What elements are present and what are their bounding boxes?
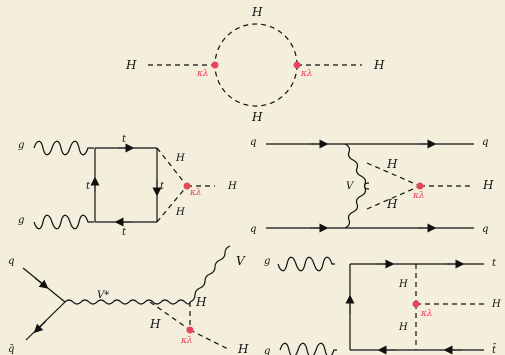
trilinear-vertex-left: [211, 61, 219, 69]
vh-label-h-mid: H: [195, 295, 207, 309]
vh-label-vstar: V*: [97, 290, 109, 301]
tth-label-h-up: H: [398, 279, 408, 290]
higgs-loop-circle: [214, 23, 298, 107]
arrow-antiquark: [33, 320, 47, 334]
vbf-label-h-up: H: [386, 157, 398, 171]
trilinear-vertex: [416, 182, 424, 190]
vbf-kappa: κλ: [412, 191, 425, 201]
higgs-line-down: [366, 185, 421, 210]
tth-kappa: κλ: [420, 309, 433, 319]
box-label-t-bottom: t: [122, 227, 127, 238]
trilinear-vertex: [412, 300, 420, 308]
vbf-label-v: V: [346, 181, 355, 192]
higgs-line-down: [156, 185, 188, 223]
higgs-line-out: [189, 329, 231, 351]
vh-label-h-out: H: [237, 342, 249, 355]
vbf-label-h-out: H: [482, 178, 494, 192]
tth-label-g-top: g: [264, 256, 270, 267]
vbf-label-q-out-bottom: q: [482, 224, 488, 235]
gluon-line-top: [33, 140, 94, 156]
tth-label-h-down: H: [398, 322, 408, 333]
v-boson-out: [189, 245, 231, 303]
loop-label-h-left: H: [125, 58, 137, 72]
gluon-box-diagram: [33, 140, 215, 230]
vh-kappa: κλ: [180, 336, 193, 346]
vbf-label-q-in-bottom: q: [250, 224, 256, 235]
vstar-boson: [64, 299, 191, 305]
arrow-quark: [34, 277, 49, 289]
tth-label-t-out: t: [492, 258, 497, 269]
trilinear-vertex: [183, 182, 191, 190]
loop-label-h-right: H: [373, 58, 385, 72]
loop-kappa-right: κλ: [300, 69, 313, 79]
vh-diagram: [22, 245, 231, 351]
box-label-t-right: t: [160, 181, 165, 192]
tth-diagram: [277, 256, 484, 355]
gluon-line-top: [277, 256, 335, 272]
box-label-t-left: t: [86, 181, 91, 192]
vh-label-v-out: V: [236, 254, 246, 268]
loop-label-h-top: H: [251, 5, 263, 19]
higgs-line-lower: [149, 301, 191, 331]
vh-label-q: q: [8, 256, 14, 267]
gluon-line-bottom: [33, 214, 94, 230]
box-label-h-up: H: [175, 153, 185, 164]
box-label-g-bottom: g: [18, 215, 24, 226]
box-label-t-top: t: [122, 134, 127, 145]
tth-label-tbar-out: t̄: [492, 344, 497, 355]
higgs-loop-diagram: [148, 23, 362, 107]
higgs-line-up: [366, 162, 421, 187]
higgs-line-up: [156, 147, 188, 187]
gluon-line-bottom: [279, 342, 337, 355]
box-label-g-top: g: [18, 140, 24, 151]
trilinear-vertex-right: [293, 61, 301, 69]
vbf-label-q-out-top: q: [482, 137, 488, 148]
box-kappa: κλ: [189, 188, 202, 198]
trilinear-vertex: [186, 326, 194, 334]
box-label-h-down: H: [175, 207, 185, 218]
tth-label-g-bottom: g: [264, 346, 270, 355]
vbf-diagram: [266, 139, 474, 233]
tth-label-h-out: H: [491, 299, 501, 310]
vbf-label-h-down: H: [386, 197, 398, 211]
vh-label-h-lower: H: [149, 317, 161, 331]
loop-kappa-left: κλ: [196, 69, 209, 79]
vh-label-qbar: q̄: [8, 344, 14, 355]
w-boson-bottom: [344, 182, 370, 229]
box-label-h-out: H: [227, 181, 237, 192]
loop-label-h-bottom: H: [251, 110, 263, 124]
vbf-label-q-in-top: q: [250, 137, 256, 148]
